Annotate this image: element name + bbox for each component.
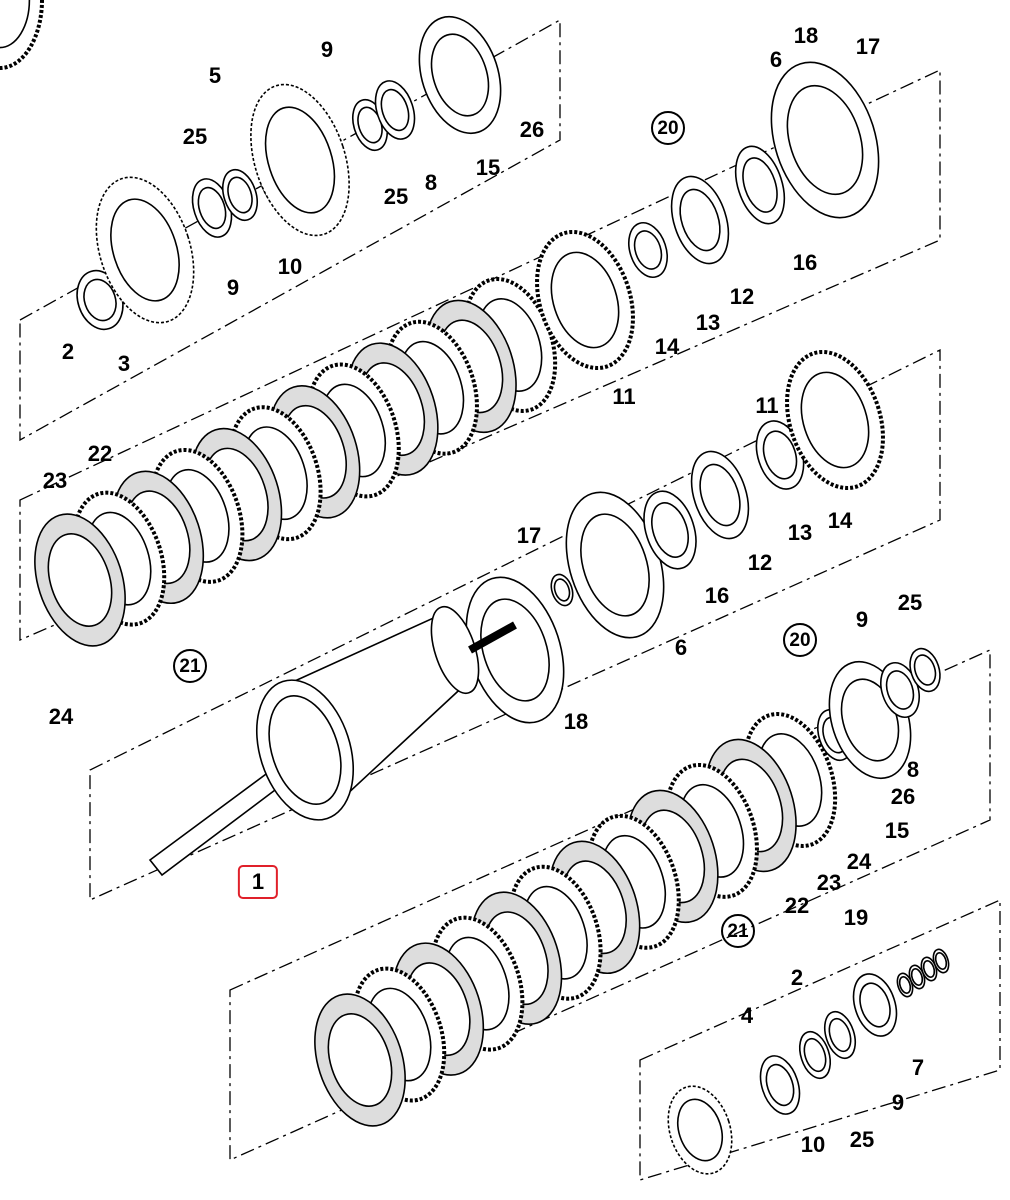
- highlighted-part-label[interactable]: 1: [237, 865, 279, 899]
- steel-plate: [0, 0, 44, 70]
- part-label[interactable]: 26: [519, 117, 545, 142]
- part-label[interactable]: 16: [704, 583, 730, 608]
- snap-ring-19: [932, 948, 950, 974]
- part-label[interactable]: 4: [740, 1003, 754, 1028]
- part-label[interactable]: 17: [516, 523, 542, 548]
- group-boundary-clutch-lower: [229, 648, 991, 1162]
- spring-12: [690, 450, 750, 540]
- part-label[interactable]: 23: [42, 468, 68, 493]
- part-label[interactable]: 24: [48, 704, 74, 729]
- group-reference-label[interactable]: 20: [651, 111, 685, 145]
- part-label[interactable]: 14: [827, 508, 853, 533]
- gear-3: [95, 176, 195, 324]
- snap-ring-13: [628, 221, 668, 279]
- part-label[interactable]: 15: [475, 155, 501, 180]
- snap-ring-19: [908, 964, 926, 990]
- o-ring-17: [550, 573, 574, 607]
- part-label[interactable]: 13: [695, 310, 721, 335]
- part-label[interactable]: 15: [884, 818, 910, 843]
- part-label[interactable]: 12: [729, 284, 755, 309]
- separator-plate-11: [535, 229, 635, 371]
- part-label[interactable]: 25: [182, 124, 208, 149]
- separator-plate-11: [785, 349, 885, 491]
- gear-4: [667, 1085, 733, 1175]
- part-label[interactable]: 7: [911, 1055, 925, 1080]
- part-label[interactable]: 25: [897, 590, 923, 615]
- group-boundary-clutch-upper: [19, 68, 941, 641]
- part-label[interactable]: 25: [849, 1127, 875, 1152]
- part-label[interactable]: 9: [891, 1090, 905, 1115]
- friction-disc: [34, 513, 126, 647]
- group-boundary-middle: [89, 348, 941, 902]
- part-label[interactable]: 16: [792, 250, 818, 275]
- thrust-bearing-9: [823, 1010, 857, 1060]
- piston-6: [770, 61, 880, 219]
- part-label[interactable]: 13: [787, 520, 813, 545]
- group-reference-label[interactable]: 21: [721, 914, 755, 948]
- part-label[interactable]: 9: [855, 607, 869, 632]
- part-label[interactable]: 9: [320, 37, 334, 62]
- group-boundary-bottom: [639, 898, 1001, 1181]
- part-label[interactable]: 24: [846, 849, 872, 874]
- snap-ring: [418, 15, 502, 135]
- spring-12: [670, 175, 730, 265]
- group-reference-label[interactable]: 21: [173, 649, 207, 683]
- part-label[interactable]: 8: [906, 757, 920, 782]
- seal-16: [643, 490, 697, 570]
- part-label[interactable]: 2: [61, 339, 75, 364]
- part-label[interactable]: 17: [855, 34, 881, 59]
- part-label[interactable]: 25: [383, 184, 409, 209]
- part-label[interactable]: 22: [87, 441, 113, 466]
- part-label[interactable]: 12: [747, 550, 773, 575]
- part-label[interactable]: 9: [226, 275, 240, 300]
- part-label[interactable]: 22: [784, 893, 810, 918]
- part-label[interactable]: 6: [769, 47, 783, 72]
- friction-disc: [314, 993, 406, 1127]
- snap-ring-13: [755, 420, 805, 490]
- part-label[interactable]: 11: [612, 384, 636, 409]
- snap-ring-19: [896, 972, 914, 998]
- gear-5: [250, 83, 350, 237]
- part-label[interactable]: 26: [890, 784, 916, 809]
- part-label[interactable]: 8: [424, 170, 438, 195]
- part-label[interactable]: 19: [843, 905, 869, 930]
- part-label[interactable]: 6: [674, 635, 688, 660]
- part-label[interactable]: 18: [563, 709, 589, 734]
- washer: [191, 178, 233, 238]
- part-label[interactable]: 3: [117, 351, 131, 376]
- part-label[interactable]: 23: [816, 870, 842, 895]
- group-reference-label[interactable]: 20: [783, 623, 817, 657]
- seal-16: [734, 145, 786, 225]
- bearing-2: [852, 973, 898, 1037]
- part-label[interactable]: 10: [277, 254, 303, 279]
- needle-bearing-10: [759, 1055, 801, 1115]
- part-label[interactable]: 18: [793, 23, 819, 48]
- part-label[interactable]: 14: [654, 334, 680, 359]
- steel-plate: [664, 762, 759, 899]
- part-label[interactable]: 2: [790, 965, 804, 990]
- washer-25: [798, 1030, 832, 1080]
- washer: [909, 647, 941, 693]
- part-label[interactable]: 10: [800, 1132, 826, 1157]
- part-label[interactable]: 5: [208, 63, 222, 88]
- washer: [221, 168, 259, 222]
- thrust-bearing: [880, 661, 920, 719]
- thrust-bearing: [374, 80, 416, 140]
- snap-ring-19: [920, 956, 938, 982]
- clutch-drum-shaft-assembly: [148, 605, 517, 877]
- part-label[interactable]: 11: [755, 393, 779, 418]
